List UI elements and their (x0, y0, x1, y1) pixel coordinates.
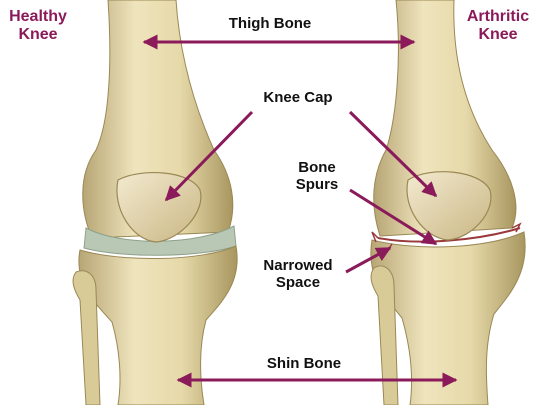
healthy-fibula (73, 271, 100, 405)
healthy-label-line1: Healthy (2, 8, 74, 26)
healthy-knee-label: Healthy Knee (2, 8, 74, 44)
healthy-knee-bones (73, 0, 237, 405)
healthy-label-line2: Knee (2, 26, 74, 44)
arthritic-label-line1: Arthritic (458, 8, 538, 26)
arthritic-knee-bones (371, 0, 525, 405)
arthritic-knee-label: Arthritic Knee (458, 8, 538, 44)
arthritic-fibula (371, 266, 398, 405)
narrowed-line2: Space (248, 275, 348, 292)
bone-spurs-label: Bone Spurs (282, 160, 352, 194)
bone-spurs-line1: Bone (282, 160, 352, 177)
narrowed-space-label: Narrowed Space (248, 258, 348, 292)
shin-bone-label: Shin Bone (254, 356, 354, 373)
narrowed-line1: Narrowed (248, 258, 348, 275)
bone-spurs-line2: Spurs (282, 177, 352, 194)
arthritic-label-line2: Knee (458, 26, 538, 44)
knee-cap-label: Knee Cap (248, 90, 348, 107)
thigh-bone-label: Thigh Bone (214, 16, 326, 33)
